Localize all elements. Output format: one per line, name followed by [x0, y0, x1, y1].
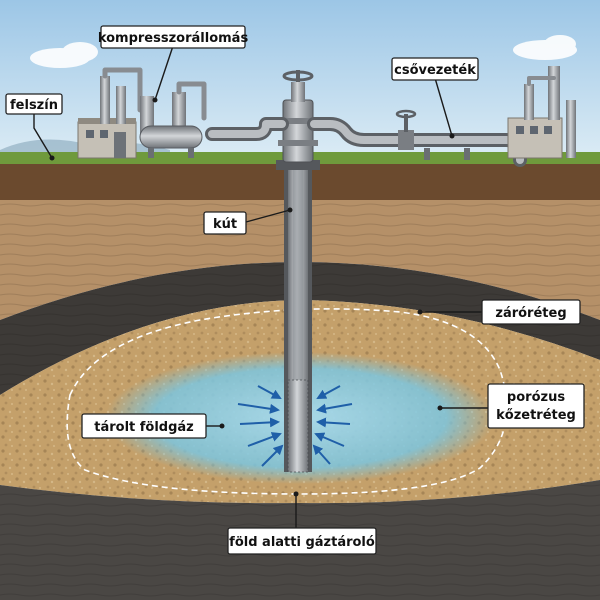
reservoir-boundary-dashed: [66, 308, 508, 495]
compressor-station: [77, 67, 207, 159]
label-well: kút: [203, 211, 247, 235]
label-storage-text: föld alatti gáztároló: [229, 535, 375, 550]
gas-flow-arrow-icon: [239, 417, 280, 428]
label-surface: felszín: [5, 93, 63, 115]
label-stored-gas-text: tárolt földgáz: [94, 420, 194, 435]
label-cap-rock-text: záróréteg: [495, 306, 566, 321]
label-underground-storage: föld alatti gáztároló: [227, 527, 377, 555]
gas-flow-arrow-icon: [237, 403, 280, 414]
valve-wheel-icon: [395, 109, 417, 119]
gas-flow-arrow-icon: [316, 385, 341, 399]
well-screen: [287, 379, 309, 473]
label-stored-gas: tárolt földgáz: [81, 413, 207, 439]
gas-flow-arrow-icon: [316, 403, 353, 414]
gas-flow-arrow-icon: [314, 432, 345, 447]
label-pipeline: csővezeték: [391, 57, 479, 81]
label-compressor-text: kompresszorállomás: [98, 31, 249, 46]
leader-lines: [33, 45, 488, 528]
label-porous-rock-line2: kőzetréteg: [496, 408, 576, 423]
gas-flow-arrow-icon: [247, 432, 282, 447]
label-cap-rock: záróréteg: [481, 299, 581, 325]
label-porous-rock-line1: porózus: [507, 390, 565, 405]
label-porous-rock: porózus kőzetréteg: [487, 383, 585, 429]
processing-plant: [507, 66, 576, 159]
gas-flow-arrow-icon: [312, 444, 331, 465]
gas-flow-arrow-icon: [316, 417, 351, 428]
label-surface-text: felszín: [10, 98, 58, 113]
gas-flow-arrow-icon: [261, 444, 284, 467]
gas-flow-arrow-icon: [257, 385, 282, 399]
clouds: [30, 35, 577, 68]
cap-rock-texture: [0, 262, 600, 395]
gas-flow-arrows: [237, 385, 353, 467]
wellhead: [276, 70, 320, 170]
label-compressor-station: kompresszorállomás: [98, 25, 249, 49]
label-well-text: kút: [213, 217, 237, 232]
label-pipeline-text: csővezeték: [394, 63, 476, 78]
well-shaft: [284, 168, 312, 473]
